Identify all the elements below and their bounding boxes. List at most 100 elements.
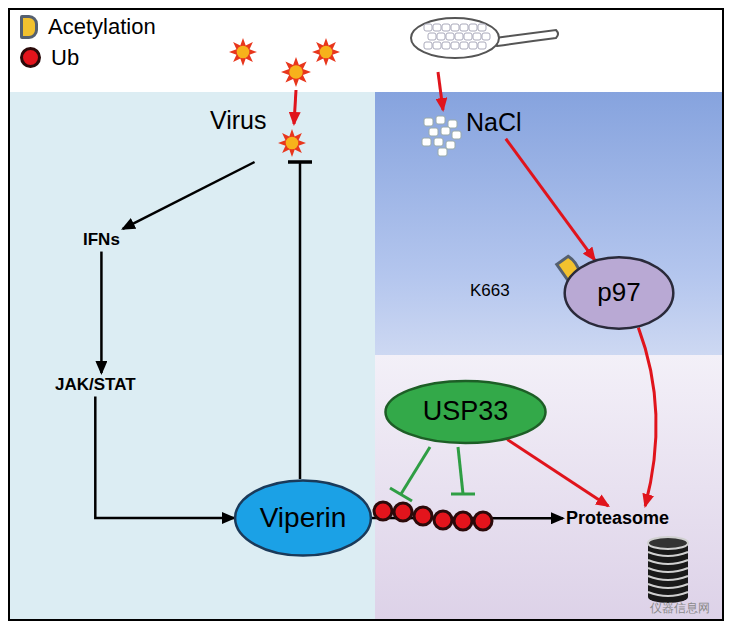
node-text: NaCl xyxy=(466,108,522,137)
connector-line xyxy=(299,162,302,479)
ubiquitin-chain xyxy=(454,512,472,530)
ellipse-shape xyxy=(235,480,371,555)
legend-swatch xyxy=(20,15,38,39)
salt-spoon xyxy=(482,33,490,40)
salt-spoon xyxy=(469,42,477,49)
proteasome-label: Proteasome xyxy=(563,506,672,531)
ubiquitin-chain xyxy=(394,503,412,521)
salt-spoon xyxy=(473,33,481,40)
connector-line xyxy=(123,162,255,229)
salt-crystals xyxy=(434,138,443,146)
virus-icon xyxy=(289,65,303,79)
ifn-label: IFNs xyxy=(80,228,123,252)
salt-spoon xyxy=(424,42,432,49)
ubiquitin-chain xyxy=(374,502,392,520)
legend-swatch xyxy=(20,47,41,68)
salt-crystals xyxy=(422,138,431,146)
connector xyxy=(101,252,102,373)
legend-text: Acetylation xyxy=(48,14,156,39)
virus-icon xyxy=(237,46,250,59)
salt-spoon xyxy=(464,33,472,40)
jak-stat-label: JAK/STAT xyxy=(52,373,139,397)
connector xyxy=(123,162,255,229)
nacl-label: NaCl xyxy=(463,106,525,139)
salt-crystals xyxy=(438,148,447,156)
salt-spoon xyxy=(446,33,454,40)
virus-icon xyxy=(320,46,333,59)
salt-spoon xyxy=(442,42,450,49)
salt-crystals xyxy=(452,131,461,139)
node-text: IFNs xyxy=(83,230,120,250)
ubiquitin-chain xyxy=(474,512,492,530)
salt-spoon xyxy=(433,42,441,49)
salt-spoon xyxy=(433,24,441,31)
salt-spoon xyxy=(451,42,459,49)
node-text: USP33 xyxy=(423,396,509,427)
proteasome-icon xyxy=(648,537,688,603)
connector-line xyxy=(638,328,656,506)
salt-spoon xyxy=(437,33,445,40)
proteasome-icon xyxy=(648,576,688,580)
virus-icon xyxy=(312,38,340,66)
salt-spoon xyxy=(451,24,459,31)
salt-spoon xyxy=(495,30,558,46)
usp33-inhibition xyxy=(390,488,412,501)
salt-spoon xyxy=(478,42,486,49)
legend-row: Ub xyxy=(20,45,79,70)
node-text: JAK/STAT xyxy=(55,375,136,395)
proteasome-icon xyxy=(648,584,688,588)
virus-icon xyxy=(286,137,299,150)
right-top-panel xyxy=(375,92,722,355)
virus-icon xyxy=(229,38,340,157)
proteasome-icon xyxy=(648,568,688,572)
proteasome-icon xyxy=(648,552,688,556)
virus-icon xyxy=(281,57,311,87)
viperin-ellipse: Viperin xyxy=(233,478,373,558)
connector xyxy=(638,328,656,506)
legend-row: Acetylation xyxy=(20,14,156,39)
salt-spoon xyxy=(411,18,499,58)
virus-node: Virus xyxy=(205,100,317,162)
proteasome-icon xyxy=(648,543,688,597)
salt-spoon xyxy=(460,42,468,49)
salt-spoon xyxy=(411,18,558,58)
salt-spoon xyxy=(424,24,432,31)
salt-crystals xyxy=(424,118,433,126)
salt-spoon xyxy=(442,24,450,31)
proteasome-icon xyxy=(648,560,688,564)
salt-crystals xyxy=(441,127,450,135)
salt-spoon xyxy=(455,33,463,40)
salt-spoon xyxy=(478,24,486,31)
connector-line xyxy=(506,139,595,260)
salt-spoon xyxy=(469,24,477,31)
proteasome-icon xyxy=(648,592,688,596)
salt-crystals xyxy=(436,116,445,124)
salt-intake-arrow xyxy=(438,72,443,110)
ubiquitin-chain xyxy=(414,507,432,525)
salt-crystals xyxy=(446,141,455,149)
connector xyxy=(507,439,608,506)
proteasome-icon xyxy=(648,552,688,596)
salt-spoon xyxy=(424,24,490,49)
virus-icon xyxy=(229,38,257,66)
usp33-inhibition xyxy=(390,447,475,501)
usp33-inhibition xyxy=(401,447,430,494)
salt-crystals xyxy=(429,128,438,136)
usp33-inhibition xyxy=(458,447,463,494)
salt-spoon xyxy=(460,24,468,31)
connector xyxy=(506,139,595,260)
node-text: Proteasome xyxy=(566,508,669,529)
proteasome-icon xyxy=(648,537,688,549)
ubiquitin-chain xyxy=(374,502,492,530)
connector xyxy=(95,397,234,518)
usp33-ellipse: USP33 xyxy=(383,379,548,445)
connector-line xyxy=(95,397,234,518)
virus-icon xyxy=(278,129,306,157)
node-text: Virus xyxy=(210,106,267,135)
connector xyxy=(288,162,312,479)
connector-line xyxy=(507,439,608,506)
legend-text: Ub xyxy=(51,45,79,70)
salt-crystals xyxy=(422,116,461,156)
inhibition-bar xyxy=(288,160,312,164)
salt-spoon xyxy=(428,33,436,40)
